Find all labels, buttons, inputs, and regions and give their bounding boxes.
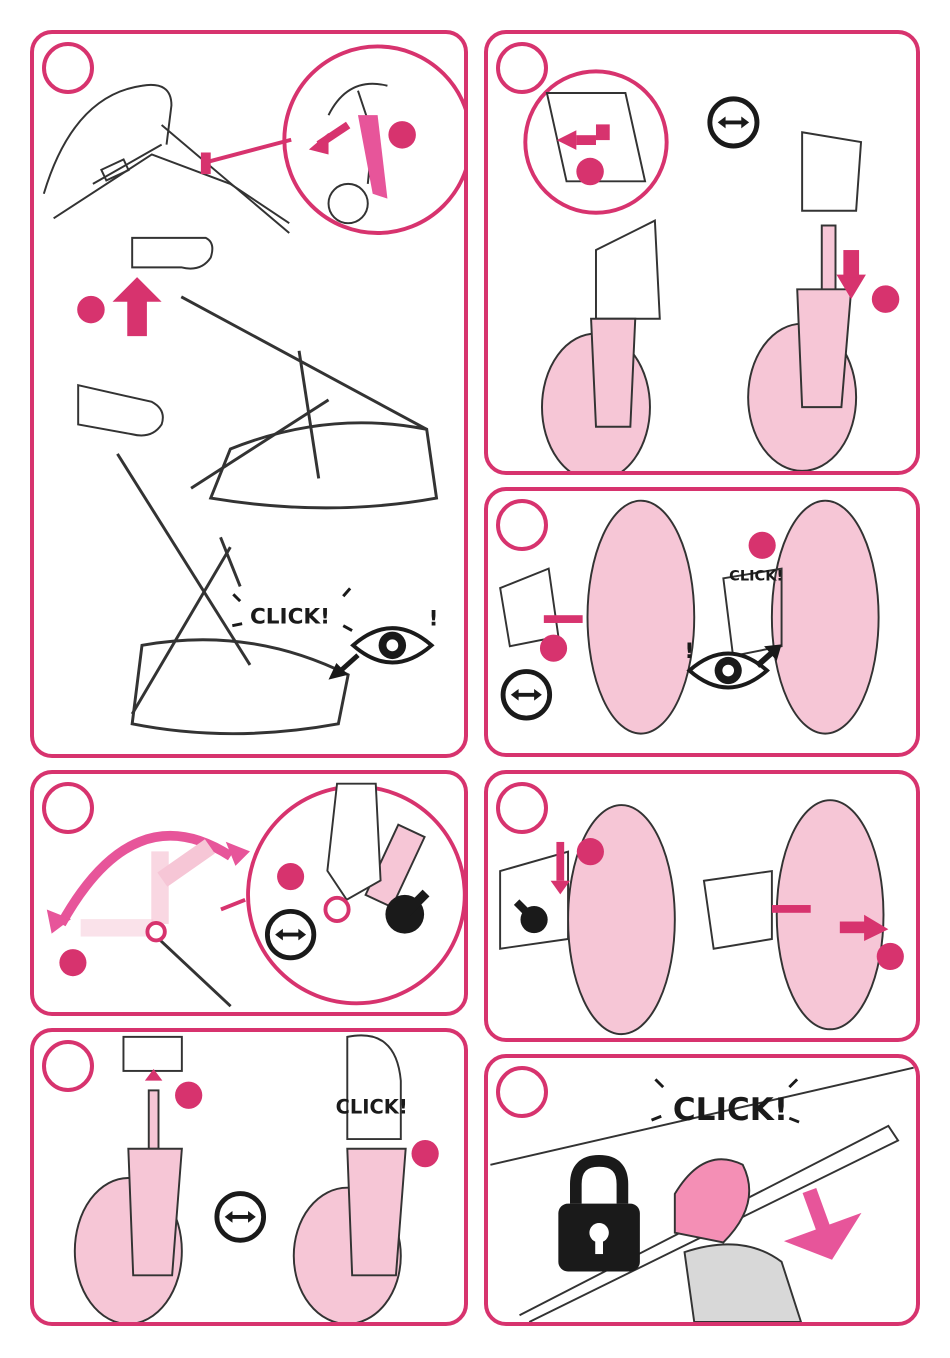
step-marker-dot (877, 943, 904, 970)
release-lever-small (201, 152, 211, 174)
rotate-icon (217, 1194, 264, 1241)
step-number-circle (42, 782, 94, 834)
step-marker-dot (59, 949, 86, 976)
panel-2-front-wheel-remove (484, 30, 920, 475)
rear-wheel-remove-illustration (488, 774, 916, 1038)
handle-adjust-illustration (34, 774, 464, 1012)
click-label: CLICK! (336, 1096, 408, 1119)
release-button (596, 124, 610, 140)
eye-icon (353, 628, 432, 662)
step-marker-dot (412, 1140, 439, 1167)
rear-wheel-left (568, 805, 675, 1034)
step-marker-dot (388, 121, 415, 148)
step-number-circle (496, 782, 548, 834)
frame-open (117, 454, 348, 734)
lift-up-arrow-icon (113, 277, 162, 336)
hand-lower (78, 385, 163, 435)
step-marker-dot (540, 635, 567, 662)
step-marker-dot (577, 838, 604, 865)
rotate-icon (503, 671, 550, 718)
rear-wheel-left (587, 501, 694, 734)
panel-5-rear-wheel-remove (484, 770, 920, 1042)
step-marker-dot (749, 532, 776, 559)
step-number-circle (496, 42, 548, 94)
hand-upper (132, 238, 212, 269)
step-number-circle (496, 499, 548, 551)
brake-lock-illustration: CLICK! (488, 1058, 916, 1322)
rotate-icon (710, 99, 757, 146)
click-label: CLICK! (250, 605, 330, 630)
panel-7-brake-lock: CLICK! (484, 1054, 920, 1326)
rear-wheel-right (772, 501, 879, 734)
step-marker-dot (576, 158, 603, 185)
unfold-illustration: CLICK! ! (34, 34, 464, 754)
alert-mark: ! (685, 639, 695, 664)
folded-frame-sketch (44, 85, 289, 233)
step-number-circle (42, 1040, 94, 1092)
step-marker-dot (175, 1082, 202, 1109)
step-number-circle (42, 42, 94, 94)
panel-3-rear-wheel-attach: CLICK! ! (484, 487, 920, 757)
padlock-icon (558, 1161, 640, 1272)
hand-press (327, 784, 380, 900)
wheel-left (542, 221, 660, 471)
click-label: CLICK! (673, 1092, 788, 1128)
panel-4-handle-adjust (30, 770, 468, 1016)
step-marker-dot (77, 296, 104, 323)
eye-icon (689, 654, 767, 688)
step-marker-dot (277, 863, 304, 890)
brake-pedal (675, 1159, 749, 1242)
front-wheel-illustration (488, 34, 916, 471)
step-number-circle (496, 1066, 548, 1118)
rear-wheel-illustration: CLICK! ! (488, 491, 916, 753)
alert-mark: ! (429, 607, 439, 632)
frame-half-open (181, 297, 436, 508)
step-marker-dot (872, 285, 899, 312)
shoe (685, 1244, 801, 1322)
front-wheel-attach-illustration: CLICK! (34, 1032, 464, 1322)
rear-wheel-right (777, 800, 884, 1029)
wheel-right (748, 132, 861, 471)
click-label: CLICK! (729, 567, 783, 584)
panel-1-unfold-stroller: CLICK! ! (30, 30, 468, 758)
panel-6-front-wheel-attach: CLICK! (30, 1028, 468, 1326)
